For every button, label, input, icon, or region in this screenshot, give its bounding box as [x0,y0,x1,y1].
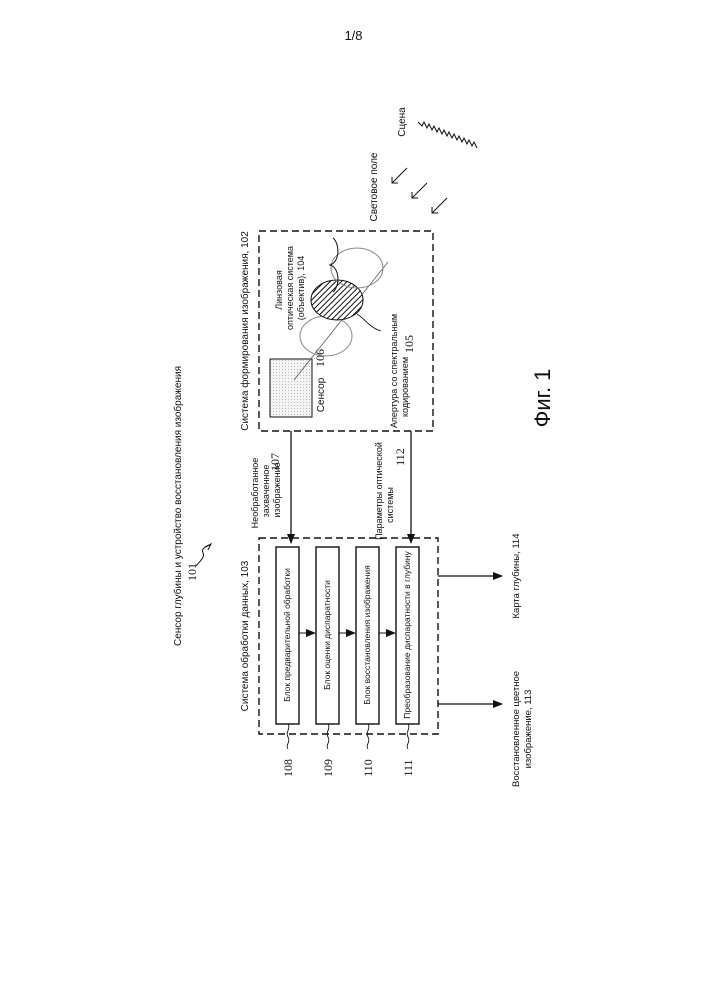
scene-wavy-line [418,122,477,148]
block-image-restoration-label: Блок восстановления изображения [362,565,372,705]
device-title: Сенсор глубины и устройство восстановлен… [172,366,184,646]
scene-label: Сцена [397,107,408,137]
svg-text:изображение, 113: изображение, 113 [523,690,534,769]
block-ref-leaders [287,724,409,749]
sensor-label: Сенсор [316,377,327,412]
light-field-arrows [392,168,447,213]
optical-params-label: Параметры оптической системы [374,442,395,540]
svg-text:Линзовая: Линзовая [274,270,284,310]
block-preprocessing[interactable]: Блок предварительной обработки [276,547,299,724]
depth-map-output-label: Карта глубины, 114 [511,534,522,619]
block-image-restoration[interactable]: Блок восстановления изображения [356,547,379,724]
block-ref-108: 108 [281,759,295,777]
sensor-block [270,359,312,417]
block-ref-111: 111 [401,759,415,776]
sensor-ref: 106 [313,349,327,367]
imaging-system-title: Система формирования изображения, 102 [239,231,251,431]
lens-element-2 [331,248,383,288]
light-field-label: Световое поле [369,152,380,221]
device-ref-squiggle [196,545,210,566]
svg-text:(объектив), 104: (объектив), 104 [296,256,306,320]
block-disparity-to-depth[interactable]: Преобразование диспаратности в глубину [396,547,419,724]
optical-params-ref: 112 [393,448,407,466]
block-preprocessing-label: Блок предварительной обработки [282,568,292,702]
aperture-label: Апертура со спектральным кодированием [389,314,410,428]
svg-text:системы: системы [385,487,395,523]
raw-image-ref: 107 [268,453,282,471]
figure-caption: Фиг. 1 [530,369,555,428]
block-disparity-estimation-label: Блок оценки диспаратности [322,580,332,690]
svg-text:Необработанное: Необработанное [250,458,260,529]
svg-text:оптическая система: оптическая система [285,246,295,330]
block-disparity-estimation[interactable]: Блок оценки диспаратности [316,547,339,724]
block-ref-109: 109 [321,759,335,777]
device-ref-arrowhead [205,544,211,550]
lens-label: Линзовая оптическая система (объектив), … [274,246,306,330]
aperture-ref: 105 [402,335,416,353]
svg-text:кодированием: кодированием [400,357,410,417]
svg-text:Параметры оптической: Параметры оптической [374,442,384,540]
block-disparity-to-depth-label: Преобразование диспаратности в глубину [402,551,412,719]
block-ref-110: 110 [361,759,375,777]
svg-text:Апертура со спектральным: Апертура со спектральным [389,314,399,428]
processing-system-title: Система обработки данных, 103 [239,560,251,711]
color-image-output-label: Восстановленное цветное изображение, 113 [511,671,534,787]
svg-text:Восстановленное цветное: Восстановленное цветное [511,671,522,787]
aperture-leader [357,314,381,331]
svg-text:захваченное: захваченное [261,465,271,518]
